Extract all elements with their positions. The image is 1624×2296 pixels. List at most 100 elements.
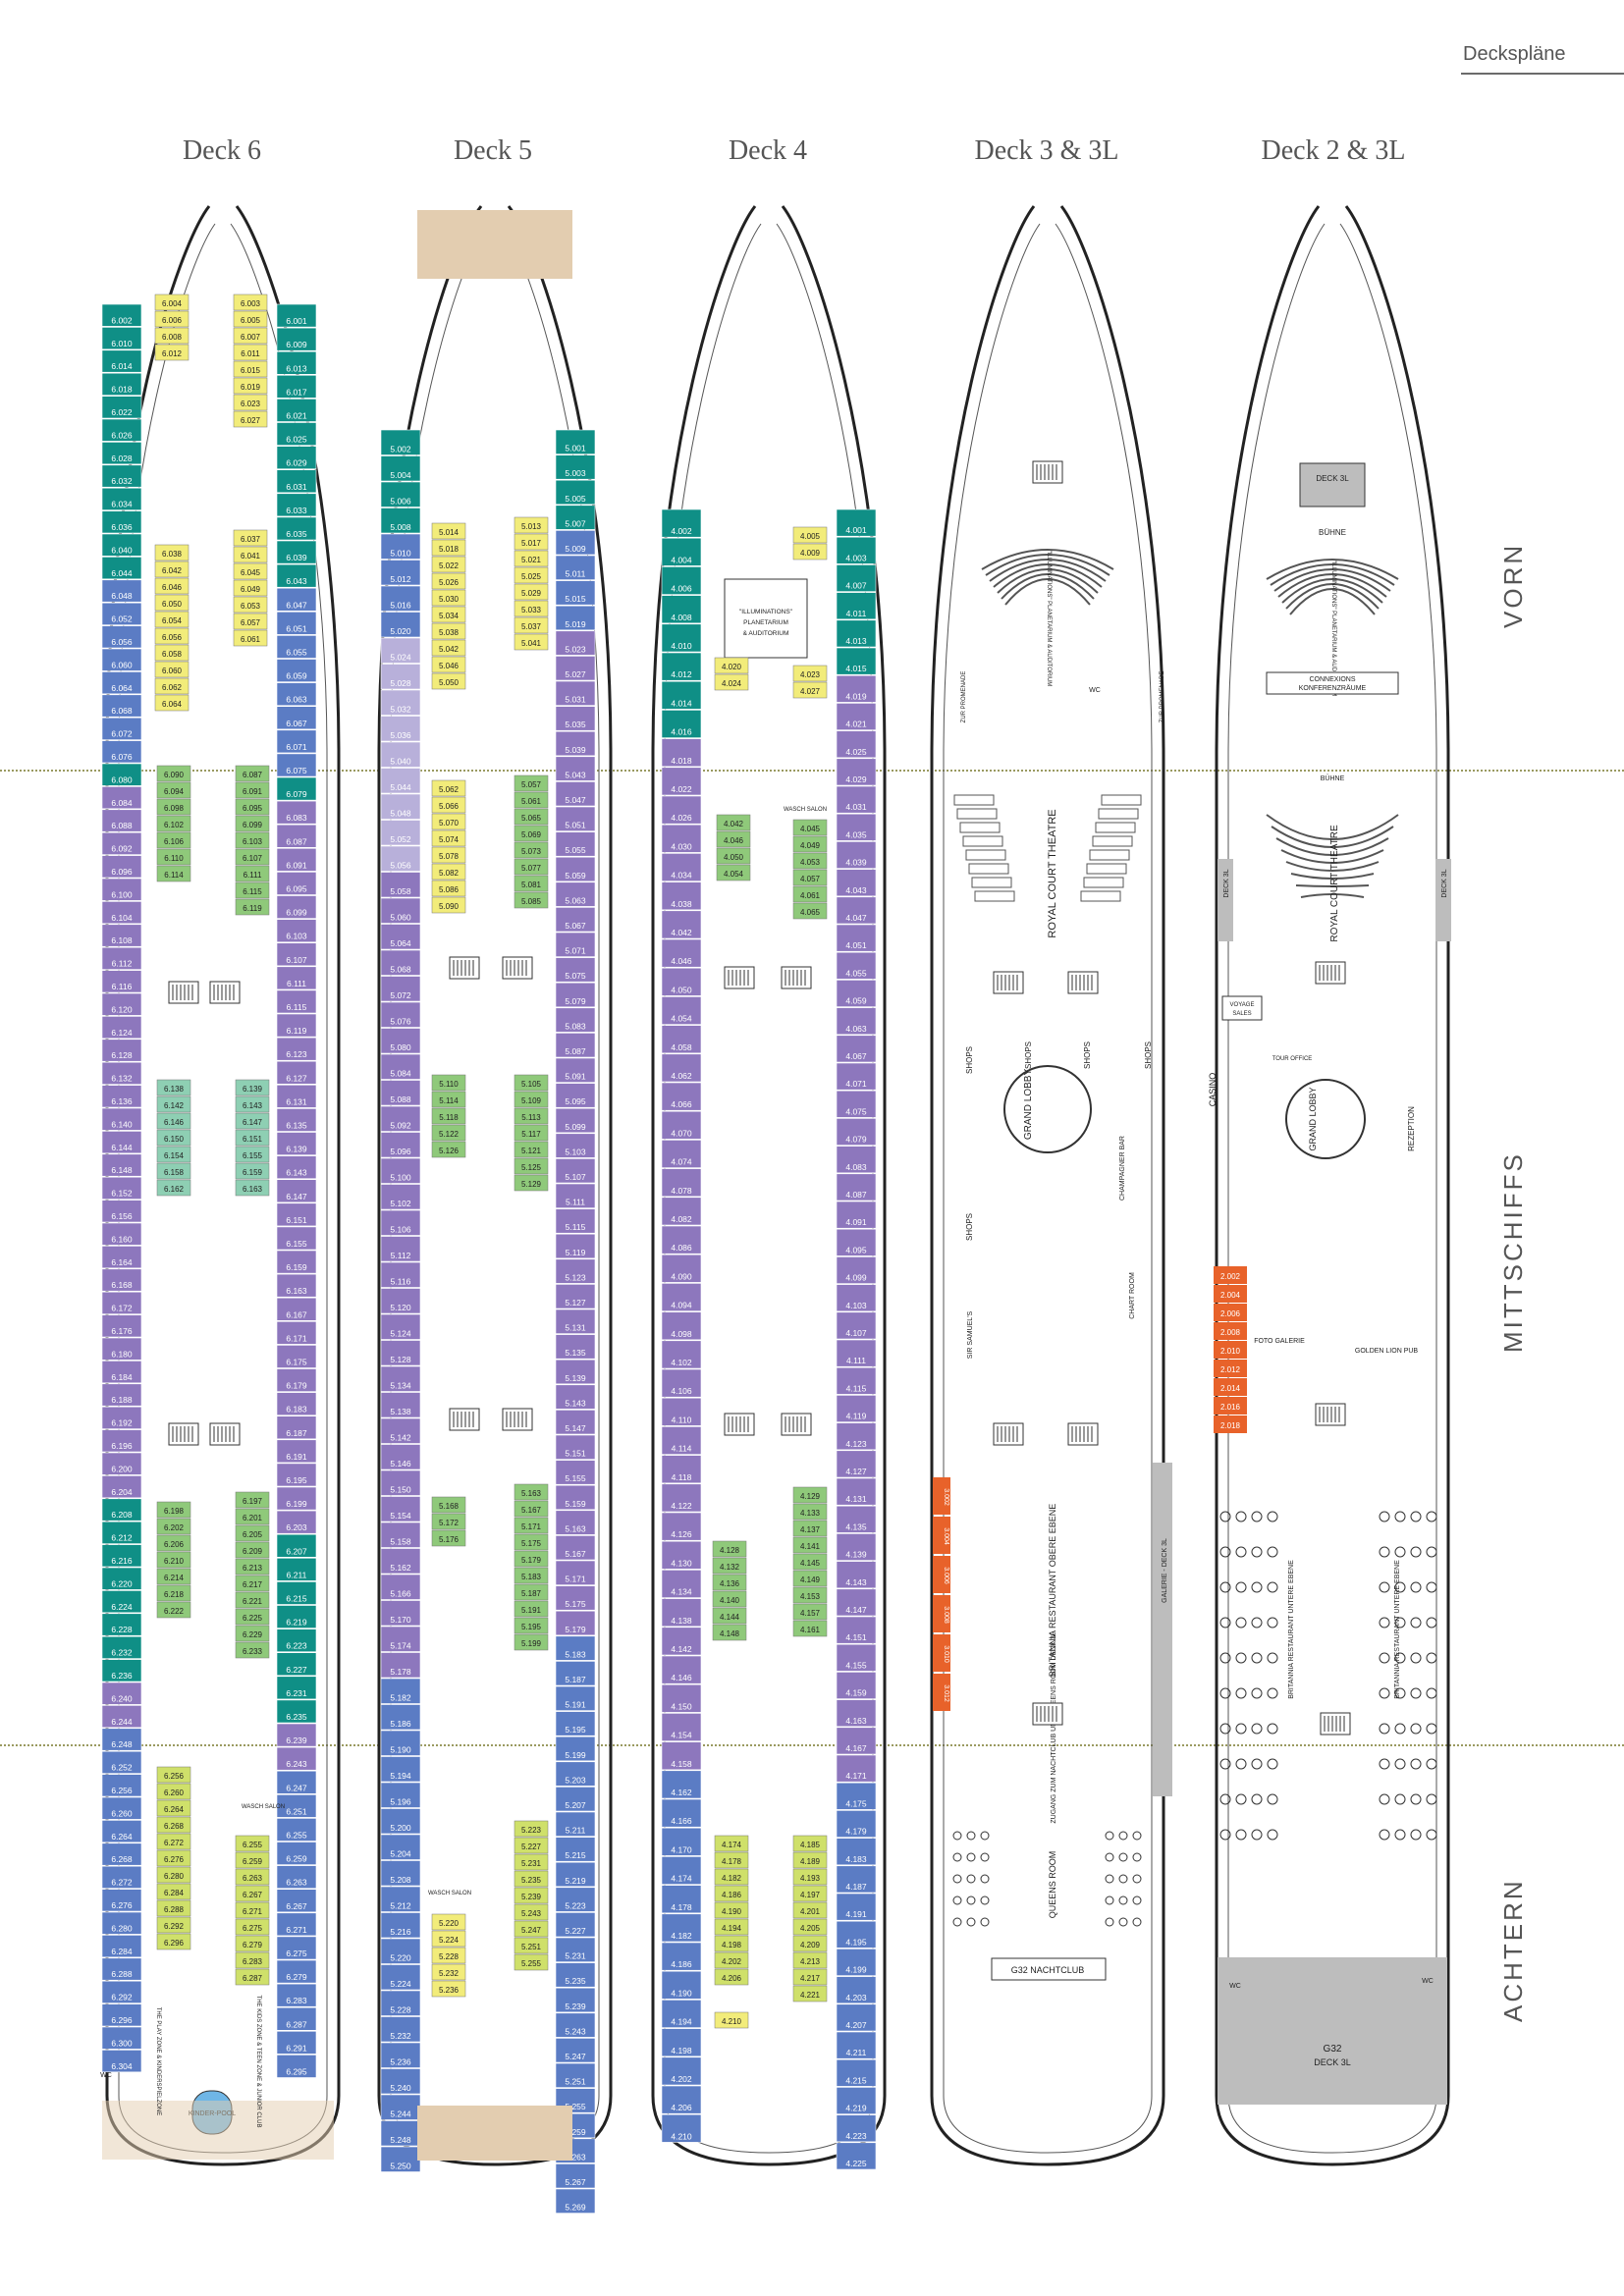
deck5-g-e-cabin: 5.195 <box>514 1617 549 1634</box>
cabin-cell <box>276 1676 317 1700</box>
cabin-number: 6.119 <box>287 1026 307 1036</box>
cabin-cell <box>836 841 877 869</box>
deck5-y-a-cabin: 5.018 <box>431 539 466 557</box>
cabin-number: 4.154 <box>671 1731 692 1740</box>
cabin-cell <box>1214 1285 1247 1303</box>
deck5-stbd-cabin: 5.015 <box>555 580 596 606</box>
cabin-cell <box>933 1517 950 1554</box>
cabin-number: 4.215 <box>845 2075 867 2085</box>
cabin-number: 6.036 <box>111 522 133 532</box>
cabin-number: 4.189 <box>800 1857 821 1866</box>
table-icon <box>1118 1831 1128 1841</box>
cabin-cell <box>792 1536 828 1554</box>
cabin-number: 2.006 <box>1220 1309 1241 1318</box>
deck5-g-b-cabin: 5.126 <box>431 1141 466 1158</box>
cabin-cell <box>276 587 317 612</box>
cabin-cell <box>276 1818 317 1842</box>
cabin-cell <box>156 1584 191 1602</box>
cabin-cell <box>101 1820 142 1843</box>
deck6-stbd-cabin: 6.251 <box>276 1794 317 1818</box>
deck4-stbd-cabin: 4.031 <box>836 785 877 814</box>
cabin-number: 4.107 <box>845 1328 867 1338</box>
cabin-cell <box>836 980 877 1007</box>
cabin-cell <box>431 896 466 914</box>
table-icon <box>1410 1511 1422 1522</box>
cabin-number: 5.106 <box>390 1225 411 1235</box>
cabin-cell <box>276 1959 317 1984</box>
queens-room-label: QUEENS ROOM <box>1048 1851 1057 1919</box>
deck6-stbd-cabin: 6.263 <box>276 1865 317 1889</box>
cabin-number: 4.134 <box>671 1587 692 1597</box>
cabin-number: 5.033 <box>521 606 542 614</box>
cabin-cell <box>836 1727 877 1755</box>
cabin-number: 5.232 <box>390 2031 411 2041</box>
cabin-cell <box>156 1095 191 1113</box>
deck4-port-cabin: 4.158 <box>661 1741 702 1771</box>
rezeption-label: REZEPTION <box>1407 1106 1416 1151</box>
cabin-number: 4.050 <box>724 853 744 862</box>
deck4-stbd-cabin: 4.051 <box>836 924 877 952</box>
deck6-port-cabin: 6.272 <box>101 1865 142 1889</box>
deck6-lime-a-cabin: 6.284 <box>156 1883 191 1900</box>
cabin-number: 5.150 <box>390 1485 411 1495</box>
cabin-number: 6.271 <box>286 1925 307 1935</box>
cabin-cell <box>380 1938 421 1964</box>
deck6-mid-stbd-cabin: 6.037 <box>233 529 268 547</box>
cabin-cell <box>154 561 189 578</box>
cabin-cell <box>431 846 466 864</box>
hull-outline <box>1215 205 1450 2166</box>
cabin-cell <box>661 1856 702 1885</box>
deck6-green-c-cabin: 6.218 <box>156 1584 191 1602</box>
cabin-cell <box>661 680 702 710</box>
cabin-number: 4.047 <box>845 913 867 923</box>
cabin-number: 5.085 <box>521 897 542 906</box>
cabin-cell <box>836 619 877 648</box>
cabin-number: 4.086 <box>671 1243 692 1253</box>
cabin-cell <box>792 1935 828 1952</box>
deck6-lime-a-cabin: 6.256 <box>156 1766 191 1784</box>
cabin-number: 6.060 <box>111 660 133 669</box>
deck5-stbd-cabin: 5.071 <box>555 932 596 957</box>
deck6-mid-port-cabin: 6.054 <box>154 611 189 628</box>
cabin-cell <box>555 505 596 530</box>
cabin-cell <box>792 1901 828 1919</box>
cabin-cell <box>380 716 421 742</box>
cabin-cell <box>380 1053 421 1080</box>
deck4-port-cabin: 4.018 <box>661 738 702 768</box>
deck4-stbd-cabin: 4.021 <box>836 703 877 730</box>
cabin-number: 6.063 <box>286 695 307 705</box>
cabin-number: 6.059 <box>286 671 307 681</box>
cabin-number: 4.071 <box>845 1079 867 1089</box>
cabin-cell <box>661 1913 702 1943</box>
cabin-cell <box>235 1935 270 1952</box>
cabin-cell <box>555 1258 596 1284</box>
deck4-stbd-cabin: 4.019 <box>836 674 877 703</box>
cabin-cell <box>555 479 596 506</box>
deck6-stbd-cabin: 6.025 <box>276 422 317 446</box>
cabin-cell <box>431 622 466 640</box>
cabin-number: 5.080 <box>390 1042 411 1052</box>
deck5-port-cabin: 5.058 <box>380 872 421 898</box>
deck5-port-cabin: 5.088 <box>380 1080 421 1106</box>
cabin-number: 5.065 <box>521 814 542 823</box>
auditorium-seating <box>1273 568 1391 592</box>
cabin-number: 5.115 <box>566 1222 586 1232</box>
cabin-number: 5.143 <box>565 1398 586 1408</box>
deck4-stbd-cabin: 4.219 <box>836 2087 877 2114</box>
cabin-cell <box>276 1794 317 1818</box>
cabin-number: 6.098 <box>164 804 185 813</box>
cabin-cell <box>380 429 421 455</box>
cabin-cell <box>792 885 828 903</box>
cabin-number: 6.217 <box>243 1580 263 1589</box>
cabin-cell <box>101 2050 142 2073</box>
table-icon <box>980 1852 990 1862</box>
deck3l-strip-port <box>1218 859 1233 941</box>
cabin-number: 6.222 <box>164 1607 185 1616</box>
deck4-port-cabin: 4.030 <box>661 824 702 853</box>
cabin-cell <box>661 767 702 796</box>
deck5-port-cabin: 5.150 <box>380 1469 421 1496</box>
deck3-orange-cabin: 3.012 <box>933 1674 950 1711</box>
cabin-cell <box>431 1930 466 1948</box>
g32-label: G32 NACHTCLUB <box>1011 1965 1085 1975</box>
